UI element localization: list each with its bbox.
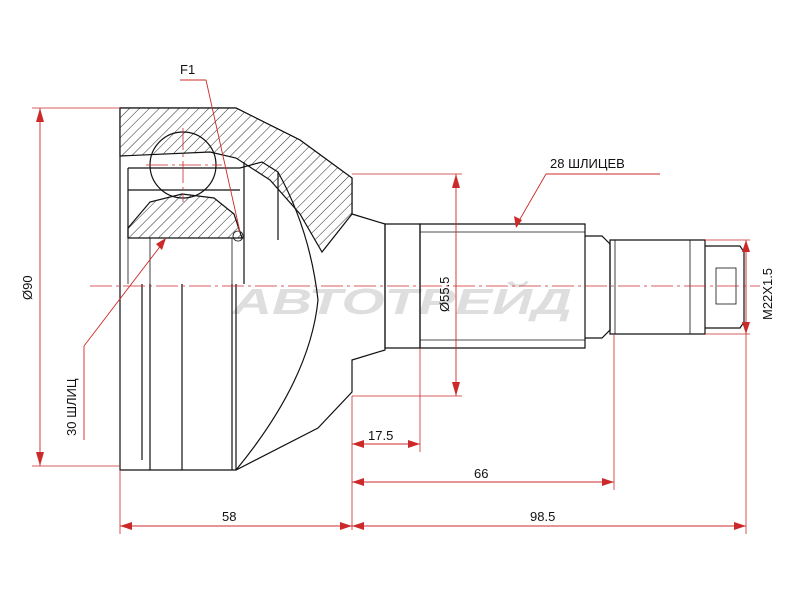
dim-len-17-5: 17.5	[351, 348, 421, 530]
label-len-98-5: 98.5	[530, 509, 555, 524]
dim-dia-shaft: Ø55.5	[352, 173, 462, 397]
cage-outline	[127, 161, 279, 284]
housing-lower-outline	[141, 284, 237, 470]
housing-section-top	[119, 107, 353, 254]
neck-outline	[585, 235, 611, 339]
label-thread: M22X1.5	[760, 268, 775, 320]
leader-f1: F1	[180, 62, 241, 233]
label-f1: F1	[180, 62, 195, 77]
watermark-text: АВТОТРЕЙД	[230, 280, 572, 322]
label-splines-outer: 28 ШЛИЦЕВ	[550, 156, 625, 171]
spline-section	[419, 223, 586, 349]
housing-curve	[235, 171, 319, 471]
leader-splines-inner: 30 ШЛИЦ	[64, 238, 166, 440]
label-dia-outer: Ø90	[20, 275, 35, 300]
dim-len-58: 58	[119, 470, 352, 534]
label-len-17-5: 17.5	[368, 428, 393, 443]
label-dia-shaft: Ø55.5	[437, 277, 452, 312]
inner-race-section	[127, 193, 243, 239]
thread-section	[609, 239, 706, 335]
label-len-66: 66	[474, 466, 488, 481]
label-len-58: 58	[222, 509, 236, 524]
dim-len-98-5: 98.5	[352, 334, 747, 534]
dim-thread: M22X1.5	[705, 239, 775, 335]
shaft-tip	[705, 245, 745, 329]
dim-len-66: 66	[352, 334, 615, 490]
leader-splines-outer: 28 ШЛИЦЕВ	[514, 156, 660, 228]
label-splines-inner: 30 ШЛИЦ	[64, 378, 79, 436]
f1-marker	[232, 230, 244, 242]
dim-dia-outer: Ø90	[20, 107, 120, 467]
cv-housing	[119, 107, 386, 471]
